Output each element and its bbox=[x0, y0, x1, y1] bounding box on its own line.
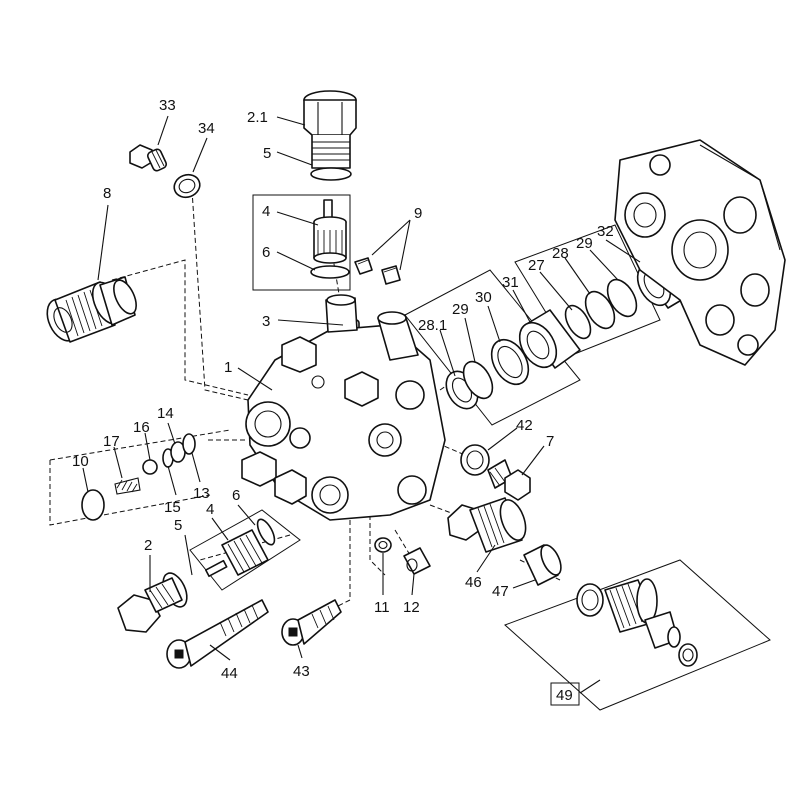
part-12-nut bbox=[403, 547, 431, 575]
leader-lines bbox=[82, 115, 641, 694]
part-1-pump-head bbox=[241, 294, 446, 521]
callout-5-bottom: 5 bbox=[174, 517, 182, 534]
callout-12: 12 bbox=[403, 599, 420, 616]
callout-17: 17 bbox=[103, 433, 120, 450]
callout-28-1: 28.1 bbox=[418, 317, 447, 334]
part-2-valve-plug bbox=[117, 577, 183, 633]
callout-10: 10 bbox=[72, 453, 89, 470]
part-4-valve-bottom bbox=[204, 529, 269, 578]
part-28-ring bbox=[584, 290, 616, 330]
callout-49: 49 bbox=[556, 687, 573, 704]
part-6-oring-top bbox=[310, 265, 350, 279]
box-kit-49 bbox=[504, 559, 771, 711]
part-9-screws bbox=[354, 257, 401, 285]
part-17-spring bbox=[114, 477, 141, 495]
part-33-plug bbox=[129, 144, 168, 172]
callout-33: 33 bbox=[159, 97, 176, 114]
callout-14: 14 bbox=[157, 405, 174, 422]
part-46-fitting bbox=[447, 497, 527, 553]
callout-28: 28 bbox=[552, 245, 569, 262]
callout-16: 16 bbox=[133, 419, 150, 436]
part-4-valve-top bbox=[313, 199, 347, 264]
part-43-bolt bbox=[281, 599, 342, 646]
part-11-washer bbox=[374, 537, 392, 553]
callout-3: 3 bbox=[262, 313, 270, 330]
part-7-plug bbox=[487, 459, 531, 501]
callout-6-top: 6 bbox=[262, 244, 270, 261]
callout-9: 9 bbox=[414, 205, 422, 222]
part-29-ring-b bbox=[606, 278, 638, 318]
part-13-oring bbox=[182, 433, 196, 455]
box-valve-top bbox=[252, 194, 351, 291]
callout-47: 47 bbox=[492, 583, 509, 600]
callout-4-bottom: 4 bbox=[206, 501, 214, 518]
callout-32: 32 bbox=[597, 223, 614, 240]
part-47-sleeve bbox=[523, 544, 562, 586]
part-10-oring bbox=[81, 489, 105, 521]
part-2-1-valve-plug bbox=[303, 90, 357, 169]
part-42-washer bbox=[460, 444, 490, 476]
callout-30: 30 bbox=[475, 289, 492, 306]
callout-2-1: 2.1 bbox=[247, 109, 268, 126]
callout-7: 7 bbox=[546, 433, 554, 450]
part-44-bolt bbox=[166, 599, 269, 669]
part-6-oring-bottom bbox=[256, 518, 276, 546]
part-29-ring-a bbox=[462, 360, 494, 400]
part-8-coupling bbox=[46, 276, 137, 343]
callout-43: 43 bbox=[293, 663, 310, 680]
callout-8: 8 bbox=[103, 185, 111, 202]
callout-labels: 33 34 8 2.1 5 4 6 9 3 1 28.1 29 30 31 27… bbox=[72, 97, 614, 706]
callout-4-top: 4 bbox=[262, 203, 270, 220]
callout-1: 1 bbox=[224, 359, 232, 376]
callout-49-box bbox=[550, 682, 580, 706]
callout-31: 31 bbox=[502, 274, 519, 291]
callout-13: 13 bbox=[193, 485, 210, 502]
callout-42: 42 bbox=[516, 417, 533, 434]
callout-6-bottom: 6 bbox=[232, 487, 240, 504]
callout-5-top: 5 bbox=[263, 145, 271, 162]
part-5-oring-top bbox=[310, 167, 352, 181]
kit-49-parts bbox=[576, 578, 698, 667]
callout-2: 2 bbox=[144, 537, 152, 554]
callout-15: 15 bbox=[164, 499, 181, 516]
callout-46: 46 bbox=[465, 574, 482, 591]
part-16-ball bbox=[142, 459, 158, 475]
callout-11: 11 bbox=[374, 599, 390, 616]
callout-27: 27 bbox=[528, 257, 545, 274]
callout-44: 44 bbox=[221, 665, 238, 682]
callout-34: 34 bbox=[198, 120, 215, 137]
callout-29-b: 29 bbox=[576, 235, 593, 252]
callout-29-a: 29 bbox=[452, 301, 469, 318]
box-valve-bottom bbox=[189, 509, 301, 591]
part-34-oring bbox=[173, 173, 201, 199]
crankcase-housing bbox=[614, 139, 786, 366]
